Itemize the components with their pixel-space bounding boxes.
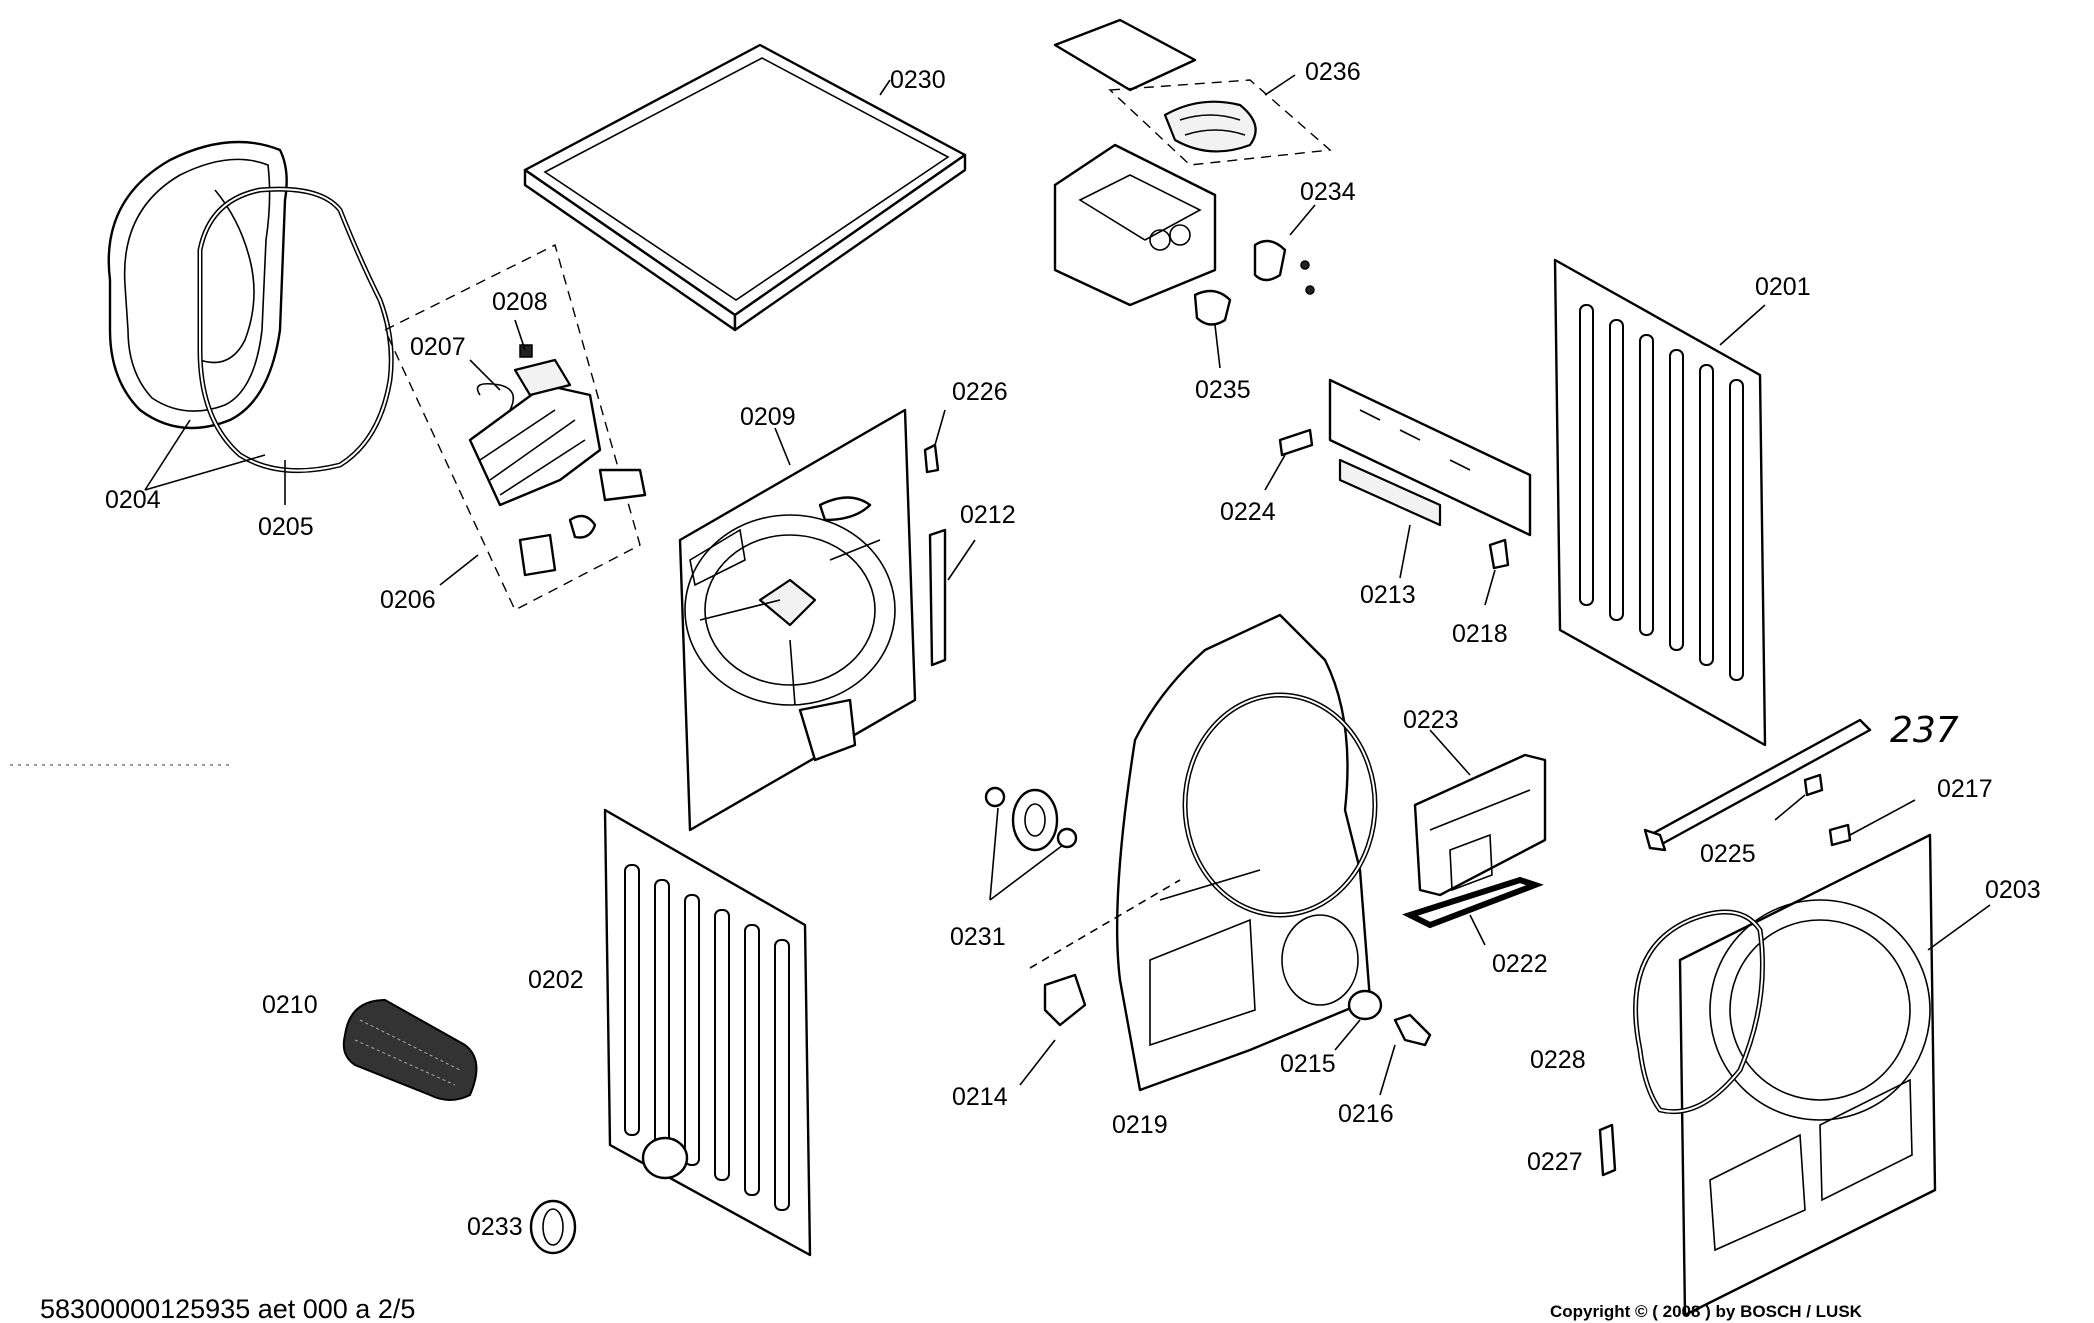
front-seal-0228 xyxy=(1633,909,1765,1115)
top-cover xyxy=(523,43,967,332)
label-0204: 0204 xyxy=(105,486,161,514)
control-bracket xyxy=(1053,18,1332,166)
label-0210: 0210 xyxy=(262,991,318,1019)
top-rail-0237 xyxy=(1643,718,1872,852)
label-0222: 0222 xyxy=(1492,950,1548,978)
label-0217: 0217 xyxy=(1937,775,1993,803)
clip-0218 xyxy=(1488,538,1510,570)
front-frame xyxy=(1115,613,1378,1092)
roller-0215 xyxy=(1347,989,1383,1021)
clip-0225 xyxy=(1803,773,1824,797)
knob-0234 xyxy=(1253,239,1315,295)
label-0202: 0202 xyxy=(528,966,584,994)
label-0225: 0225 xyxy=(1700,840,1756,868)
label-0206: 0206 xyxy=(380,586,436,614)
label-0214: 0214 xyxy=(952,1083,1008,1111)
door-seal-ring xyxy=(197,186,394,474)
heater-assembly-box xyxy=(384,243,647,611)
label-0208: 0208 xyxy=(492,288,548,316)
rear-panel xyxy=(678,408,917,832)
label-0228: 0228 xyxy=(1530,1046,1586,1074)
label-0223: 0223 xyxy=(1403,706,1459,734)
hose-0210 xyxy=(342,998,478,1101)
label-0219: 0219 xyxy=(1112,1111,1168,1139)
label-0224: 0224 xyxy=(1220,498,1276,526)
label-0235: 0235 xyxy=(1195,376,1251,404)
side-panel-right xyxy=(1553,258,1767,747)
label-0230: 0230 xyxy=(890,66,946,94)
label-0201: 0201 xyxy=(1755,273,1811,301)
side-panel-left xyxy=(603,808,812,1257)
filter-gasket-0222 xyxy=(1402,876,1544,929)
label-0216: 0216 xyxy=(1338,1100,1394,1128)
label-0212: 0212 xyxy=(960,501,1016,529)
lint-filter-0223 xyxy=(1413,753,1547,897)
label-0231: 0231 xyxy=(950,923,1006,951)
label-0234: 0234 xyxy=(1300,178,1356,206)
latch-0227 xyxy=(1598,1123,1617,1177)
label-0213: 0213 xyxy=(1360,581,1416,609)
bearing-0231 xyxy=(984,786,1078,852)
switch-0235 xyxy=(1193,289,1232,326)
rail-0212 xyxy=(928,528,947,667)
label-0236: 0236 xyxy=(1305,58,1361,86)
connector-0224 xyxy=(1278,428,1314,457)
label-0227: 0227 xyxy=(1527,1148,1583,1176)
label-0209: 0209 xyxy=(740,403,796,431)
control-housing xyxy=(1053,143,1217,307)
label-0215: 0215 xyxy=(1280,1050,1336,1078)
clip-0217 xyxy=(1828,823,1852,847)
door-switch-0214 xyxy=(1043,973,1087,1027)
clip-0226 xyxy=(923,443,940,474)
side-panel-left-ribs xyxy=(624,864,790,1211)
label-0237: 237 xyxy=(1890,710,1959,751)
sensor-0216 xyxy=(1393,1013,1432,1047)
label-0203: 0203 xyxy=(1985,876,2041,904)
label-0233: 0233 xyxy=(467,1213,523,1241)
label-0207: 0207 xyxy=(410,333,466,361)
label-0218: 0218 xyxy=(1452,620,1508,648)
side-panel-right-ribs xyxy=(1579,304,1744,681)
front-panel xyxy=(1678,833,1937,1317)
control-board xyxy=(1328,378,1532,537)
copyright-notice: Copyright © ( 2008 ) by BOSCH / LUSK xyxy=(1550,1302,1863,1321)
cap-0233 xyxy=(529,1199,577,1255)
document-id: 58300000125935 aet 000 a 2/5 xyxy=(40,1294,415,1323)
label-0226: 0226 xyxy=(952,378,1008,406)
label-0205: 0205 xyxy=(258,513,314,541)
